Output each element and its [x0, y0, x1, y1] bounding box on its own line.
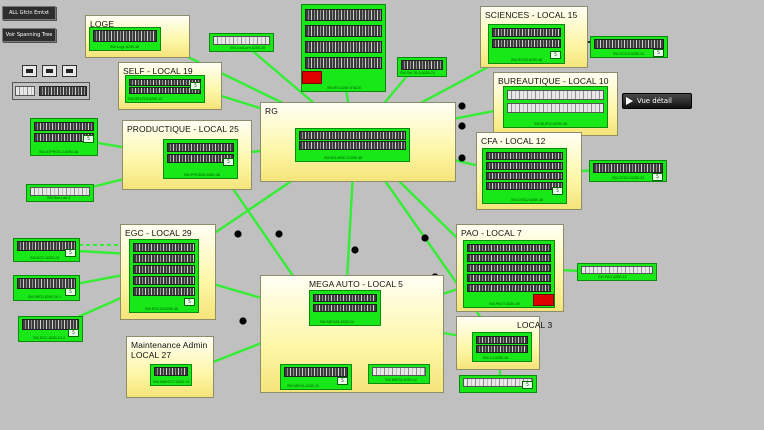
switch-bureautique[interactable]: SW-BUR10-6250-48 [503, 86, 608, 128]
switch-mega-2[interactable]: 5 SW-MEGA-6250-24 [280, 364, 352, 390]
link-node [458, 154, 466, 162]
link-node [421, 234, 429, 242]
zone-title: LOGE [90, 19, 115, 29]
switch-egc-left-2[interactable]: 5 SW-INFO-6250-24-1 [13, 275, 80, 301]
switch-loge[interactable]: SW-Loge-6250-48 [89, 27, 161, 51]
spanning-tree-button[interactable]: Voir Spanning Tree [2, 28, 56, 42]
switch-sciences[interactable]: 5 SW-SCI15-6250-48 [488, 24, 565, 64]
switch-pao[interactable]: SW-PAO7-6250-48 [463, 240, 555, 308]
switch-sciences-2[interactable]: 5 SW-SCI15-6250-24 [590, 36, 668, 58]
switch-local3-2[interactable]: 5 [459, 375, 537, 393]
zone-title: PRODUCTIQUE - LOCAL 25 [127, 124, 239, 134]
zone-title: SCIENCES - LOCAL 15 [485, 10, 578, 20]
zone-title: RG [265, 106, 278, 116]
switch-local3[interactable]: SW-L3-6250-48 [472, 332, 532, 362]
switch-maintenance[interactable]: SW-MAINT27-6250-24 [150, 364, 192, 386]
switch-edge-top-left[interactable] [12, 82, 90, 100]
zone-title: BUREAUTIQUE - LOCAL 10 [498, 76, 609, 86]
toggle-labels-button[interactable]: ALL Gfcln Emtxt [2, 6, 56, 20]
switch-cfa-2[interactable]: 5 SW-CFA12-6250-24 [589, 160, 667, 182]
device-icon[interactable] [22, 65, 37, 77]
device-icon[interactable] [42, 65, 57, 77]
switch-mega-auto[interactable]: SW-MEGA5-6930-24 [309, 290, 381, 326]
switch-left1[interactable]: 5 SW-ATPROD-2-6250-48 [30, 118, 98, 156]
switch-self[interactable]: 5 SW-SELF19-6250-12 [125, 75, 205, 103]
switch-mega-3[interactable]: SW-MEGA-6250-12 [368, 364, 430, 384]
device-icon[interactable] [62, 65, 77, 77]
switch-rg-core[interactable]: SW-RG-6930-CORE-48 [295, 128, 410, 162]
switch-left2[interactable]: SW-Sec-Lan-2 [26, 184, 94, 202]
zone-title: LOCAL 27 [131, 350, 172, 360]
zone-title: CFA - LOCAL 12 [481, 136, 546, 146]
link-node [275, 230, 283, 238]
zone-title: MEGA AUTO - LOCAL 5 [309, 279, 404, 289]
vue-detail-button[interactable]: Vue détail [622, 93, 692, 109]
switch-productique[interactable]: 5 SW-PROD25-6250-48 [163, 139, 238, 179]
zone-title: LOCAL 3 [517, 320, 553, 330]
switch-egc-left-1[interactable]: 5 SW-EGC-6250-24 [13, 238, 80, 262]
switch-egc[interactable]: 5 SW-EGC29-6250-48 [129, 239, 199, 313]
switch-egc-left-3[interactable]: 5 SW-EGC-6250-24-2 [18, 316, 83, 342]
switch-top1[interactable]: SW-LanCore-6250-28 [209, 33, 274, 52]
switch-pao-2[interactable]: SW-PAO-6250-12 [577, 263, 657, 281]
zone-title: SELF - LOCAL 19 [123, 66, 193, 76]
zone-title: EGC - LOCAL 29 [125, 228, 192, 238]
link-node [458, 102, 466, 110]
switch-cfa[interactable]: 5 SW-CFA12-6250-48 [482, 148, 567, 204]
zone-title: PAO - LOCAL 7 [461, 228, 522, 238]
switch-top2[interactable]: SW-Sw-TA-5-6250-24 [397, 57, 447, 77]
alarm-indicator [533, 294, 554, 306]
alarm-indicator [302, 71, 322, 84]
switch-stack-top[interactable]: SW-RG-6250-STACK [301, 4, 386, 92]
play-icon [626, 97, 633, 105]
link-node [234, 230, 242, 238]
zone-title: Maintenance Admin [131, 340, 208, 350]
link-node [239, 317, 247, 325]
link-node [458, 122, 466, 130]
link-node [351, 246, 359, 254]
